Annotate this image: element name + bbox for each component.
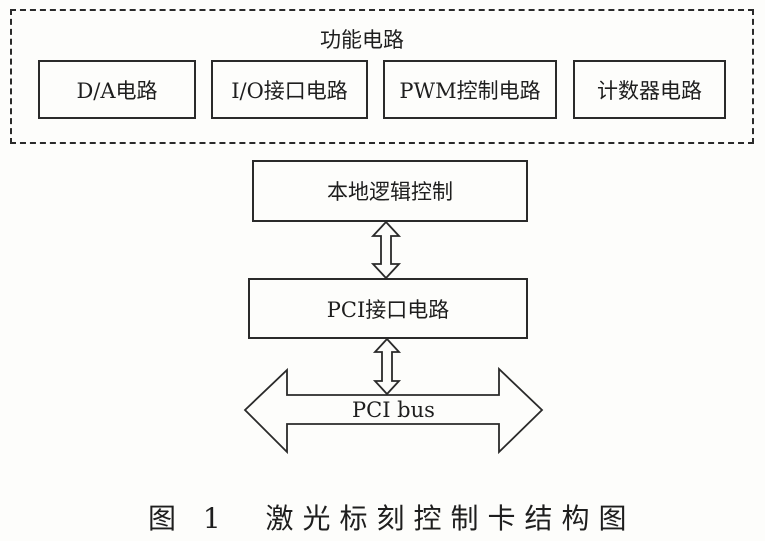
functional-circuits-group [10,9,754,144]
counter-circuit-block: 计数器电路 [573,60,726,119]
figure-title: 激光标刻控制卡结构图 [265,502,636,535]
functional-circuits-title: 功能电路 [320,28,404,52]
pci-interface-block: PCI接口电路 [248,278,528,339]
pci-bus-label: PCI bus [352,398,435,422]
pwm-control-label: PWM控制电路 [399,78,541,103]
io-interface-block: I/O接口电路 [211,60,368,119]
counter-circuit-label: 计数器电路 [597,78,702,103]
local-logic-control-label: 本地逻辑控制 [327,180,453,204]
pci-interface-label: PCI接口电路 [326,297,450,322]
da-circuit-block: D/A电路 [38,60,196,119]
figure-caption: 图 1 激光标刻控制卡结构图 [148,497,636,537]
double-arrow-logic-pci [370,220,402,280]
io-interface-label: I/O接口电路 [231,78,348,103]
figure-number: 图 1 [148,502,230,535]
da-circuit-label: D/A电路 [76,78,158,103]
double-arrow-pci-bus [372,337,402,396]
local-logic-control-block: 本地逻辑控制 [252,160,528,222]
pci-bus-arrow [243,366,544,455]
pwm-control-block: PWM控制电路 [383,60,557,119]
